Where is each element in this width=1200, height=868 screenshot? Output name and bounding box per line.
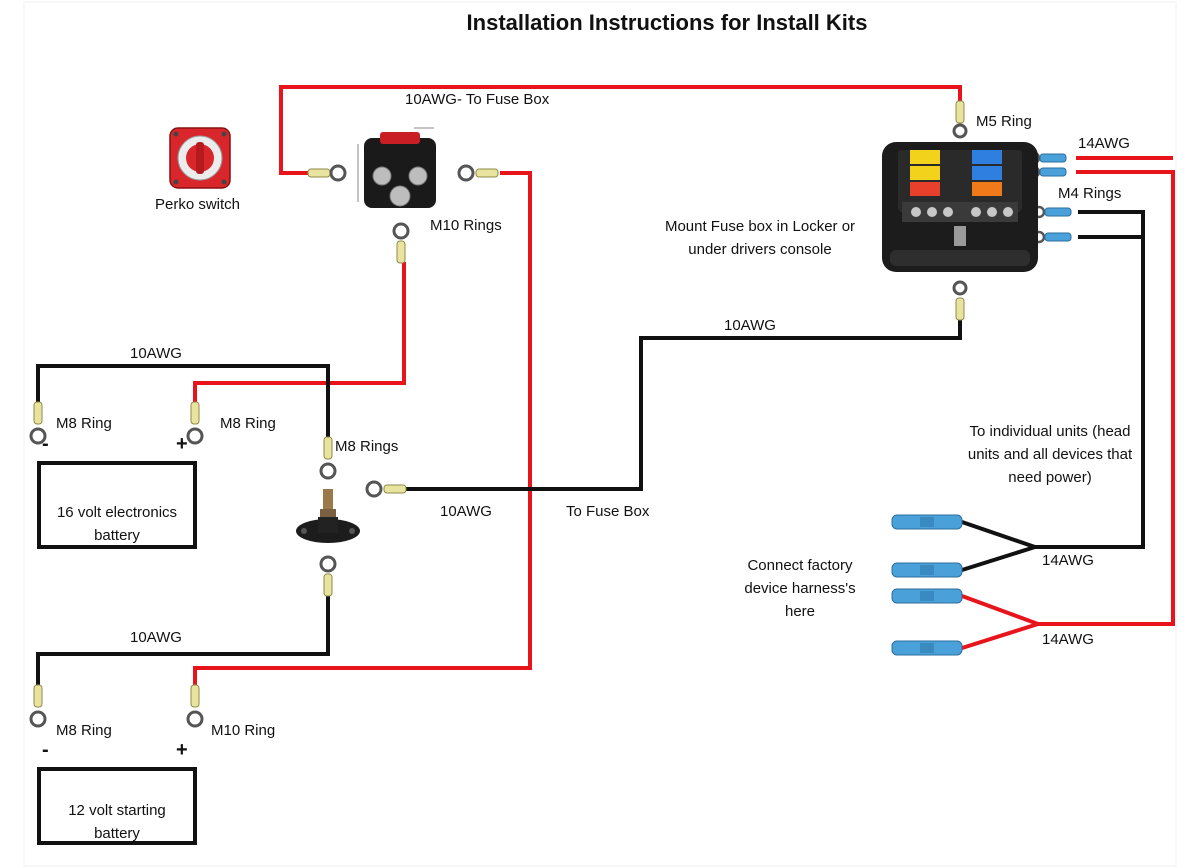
label-m4-rings: M4 Rings: [1058, 185, 1122, 202]
ring-terminal-icon: [319, 555, 337, 597]
battery-starting-line2: battery: [94, 825, 140, 842]
black-wires: [36, 210, 1145, 688]
red-wires: [193, 85, 1175, 688]
label-connect-line1: Connect factory: [747, 557, 853, 574]
perko-switch-icon: [169, 127, 231, 189]
label-individual-line2: units and all devices that: [967, 446, 1133, 463]
black-wire-14awg-fork-bottom: [961, 545, 1036, 572]
page-title: Installation Instructions for Install Ki…: [466, 10, 868, 35]
ring-terminals: [29, 100, 968, 728]
label-connect-line3: here: [784, 603, 816, 620]
label-14awg-red: 14AWG: [1042, 631, 1094, 648]
red-wire-starting-positive: [193, 171, 532, 688]
label-m8-ring-pos-upper: M8 Ring: [220, 415, 276, 432]
label-m10-rings: M10 Rings: [430, 217, 502, 234]
ring-terminal-icon: [1032, 205, 1072, 219]
ring-terminal-icon: [952, 100, 968, 139]
sign-positive-upper: +: [176, 433, 188, 455]
label-14awg-top: 14AWG: [1078, 135, 1130, 152]
ring-terminal-icon: [186, 401, 204, 445]
red-wire-electronics-positive: [193, 262, 406, 405]
red-wire-14awg: [1038, 170, 1175, 626]
label-to-fuse-box: To Fuse Box: [566, 503, 650, 520]
label-10awg-to-fuse-box: 10AWG- To Fuse Box: [405, 91, 550, 108]
black-wire-14awg: [1035, 210, 1145, 549]
butt-connector-icon: [891, 514, 963, 530]
red-wire-14awg-fork-bottom: [961, 622, 1039, 650]
ring-terminal-icon: [319, 436, 337, 480]
sign-negative-upper: -: [42, 433, 49, 455]
label-individual-units: To individual units (head units and all …: [950, 420, 1150, 489]
ring-terminal-icon: [29, 401, 47, 445]
label-10awg-right: 10AWG: [724, 317, 776, 334]
battery-electronics: 16 volt electronics battery: [37, 461, 197, 549]
label-m5-ring: M5 Ring: [976, 113, 1032, 130]
sign-negative-lower: -: [42, 739, 49, 761]
label-m8-rings: M8 Rings: [335, 438, 399, 455]
battery-starting: 12 volt starting battery: [37, 767, 197, 845]
label-individual-line1: To individual units (head: [969, 423, 1131, 440]
butt-connector-icon: [891, 640, 963, 656]
label-10awg-upper-left: 10AWG: [130, 345, 182, 362]
bus-stud-icon: [296, 489, 360, 543]
ring-terminal-icon: [952, 280, 968, 321]
ring-terminal-icon: [457, 164, 499, 182]
battery-starting-line1: 12 volt starting: [68, 802, 166, 819]
red-wire-14awg-fork-top: [961, 594, 1039, 626]
label-perko-switch: Perko switch: [155, 196, 241, 213]
label-mount-line1: Mount Fuse box in Locker or: [664, 218, 856, 235]
label-connect-harness: Connect factory device harness's here: [730, 554, 870, 623]
fuse-box-icon: [882, 142, 1038, 272]
label-14awg-black: 14AWG: [1042, 552, 1094, 569]
label-mount-fuse-box: Mount Fuse box in Locker or under driver…: [640, 215, 880, 261]
ring-terminal-icon: [29, 684, 47, 728]
ring-terminal-icon: [307, 164, 347, 182]
label-m8-ring-neg-lower: M8 Ring: [56, 722, 112, 739]
label-individual-line3: need power): [1008, 469, 1092, 486]
ring-terminal-icon: [1032, 230, 1072, 244]
battery-electronics-line1: 16 volt electronics: [56, 504, 178, 521]
ring-terminal-icon: [186, 684, 204, 728]
black-wire-electronics-negative: [36, 364, 330, 440]
battery-switch-icon: [357, 127, 436, 208]
black-wire-14awg-fork-top: [961, 520, 1036, 549]
label-mount-line2: under drivers console: [688, 241, 832, 258]
label-connect-line2: device harness's: [744, 580, 856, 597]
ring-terminal-icon: [392, 222, 410, 264]
black-wire-starting-negative: [36, 596, 330, 688]
label-10awg-middle: 10AWG: [440, 503, 492, 520]
label-m8-ring-neg-upper: M8 Ring: [56, 415, 112, 432]
butt-connector-icon: [891, 562, 963, 578]
black-wire-to-fuse-box: [406, 316, 962, 491]
label-10awg-lower-left: 10AWG: [130, 629, 182, 646]
red-wire-to-fuse-box: [279, 85, 962, 175]
label-m10-ring-pos-lower: M10 Ring: [211, 722, 276, 739]
sign-positive-lower: +: [176, 739, 188, 761]
butt-connector-icon: [891, 588, 963, 604]
battery-electronics-line2: battery: [94, 527, 140, 544]
butt-connectors: [891, 514, 963, 656]
ring-terminal-icon: [365, 480, 407, 498]
